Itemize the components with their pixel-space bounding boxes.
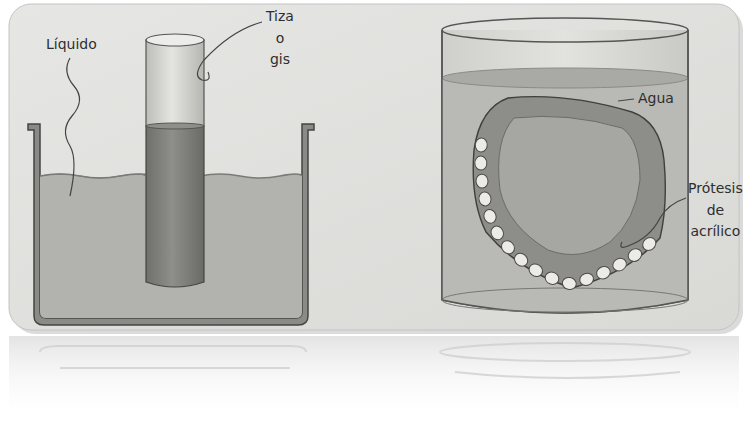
leader-line — [197, 22, 262, 80]
tooth — [478, 191, 493, 207]
tooth — [512, 251, 530, 269]
chalk-stick — [40, 34, 204, 287]
tooth — [626, 246, 644, 264]
tooth — [475, 138, 488, 153]
leader-line — [621, 198, 686, 247]
tooth — [527, 262, 545, 279]
tooth — [482, 208, 498, 225]
tooth — [489, 224, 506, 242]
tooth — [595, 264, 613, 281]
part-label: Prótesis de acrílico — [688, 178, 743, 243]
part-label: Líquido — [46, 34, 97, 56]
leader-line — [65, 58, 79, 196]
part-label: Tiza o gis — [266, 6, 294, 71]
acrylic-denture — [473, 97, 665, 291]
tooth — [475, 173, 489, 188]
beaker — [442, 18, 688, 313]
tooth — [543, 270, 560, 286]
tooth — [475, 156, 487, 170]
tooth — [561, 276, 577, 291]
tray — [28, 124, 314, 325]
leader-line — [618, 99, 634, 101]
tooth — [611, 256, 629, 273]
part-label: Agua — [638, 88, 674, 110]
tooth — [578, 271, 595, 287]
tooth — [499, 238, 517, 256]
